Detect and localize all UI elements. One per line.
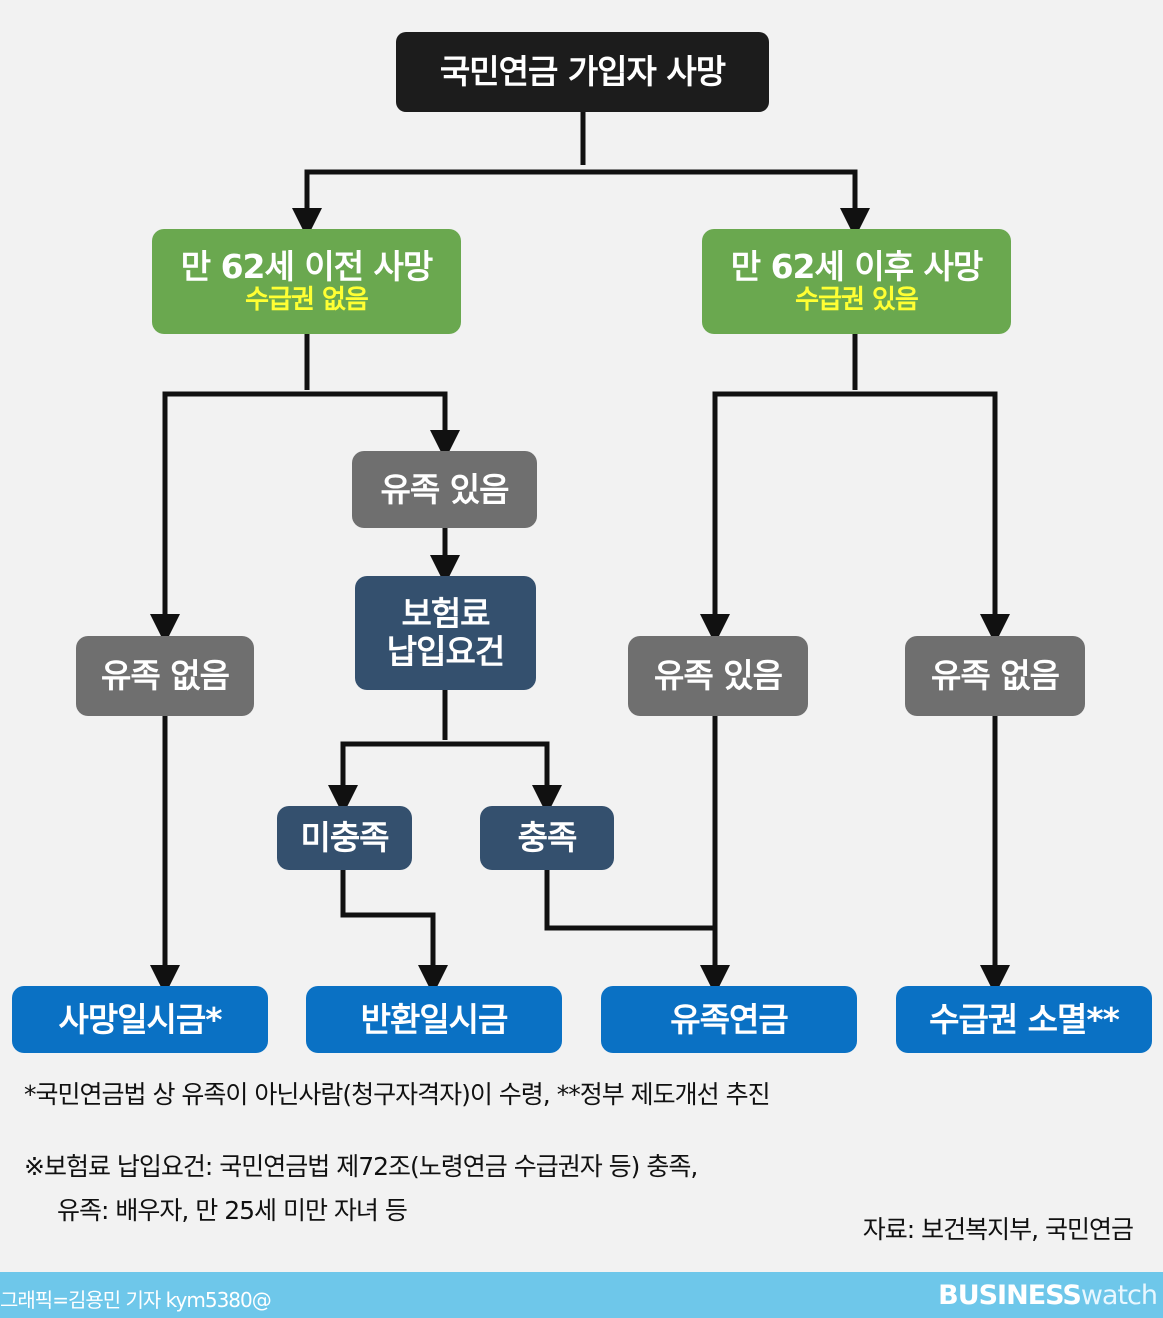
connector-before62-to-no-survivors: [150, 391, 307, 645]
before-62-entitlement-label: 수급권 없음: [245, 284, 369, 315]
survivor-pension-node: 유족연금: [601, 986, 857, 1053]
before-62-death-node: 만 62세 이전 사망 수급권 없음: [152, 229, 461, 334]
requirement-unmet-node: 미충족: [277, 806, 412, 870]
death-lump-sum-node: 사망일시금*: [12, 986, 268, 1053]
brand-logo-bold: BUSINESS: [938, 1280, 1082, 1311]
requirement-met-label: 충족: [517, 818, 578, 858]
right-survivors-yes-node: 유족 있음: [628, 636, 808, 716]
entitlement-lapse-label: 수급권 소멸**: [929, 999, 1120, 1039]
brand-logo-light: watch: [1080, 1280, 1158, 1311]
left-survivors-no-node: 유족 없음: [76, 636, 254, 716]
left-survivors-yes-label: 유족 있음: [380, 469, 510, 509]
connector-requirement-to-met: [445, 741, 562, 816]
left-survivors-yes-node: 유족 있음: [352, 451, 537, 528]
before-62-death-label: 만 62세 이전 사망: [180, 246, 434, 286]
survivor-pension-label: 유족연금: [670, 999, 788, 1039]
entitlement-lapse-node: 수급권 소멸**: [896, 986, 1152, 1053]
requirement-met-node: 충족: [480, 806, 614, 870]
connector-met-to-survivor-pension: [544, 870, 715, 931]
connector-before62-to-survivors: [307, 391, 460, 461]
right-survivors-no-label: 유족 없음: [931, 656, 1060, 696]
connector-after62-to-survivors: [700, 391, 855, 645]
graphic-credit: 그래픽=김용민 기자 kym5380@: [0, 1288, 272, 1312]
refund-lump-sum-node: 반환일시금: [306, 986, 562, 1053]
root-node: 국민연금 가입자 사망: [396, 32, 769, 112]
after-62-death-label: 만 62세 이후 사망: [730, 246, 984, 286]
death-lump-sum-label: 사망일시금*: [58, 999, 222, 1039]
connector-unmet-to-refund: [340, 870, 448, 996]
right-survivors-yes-label: 유족 있음: [654, 656, 783, 696]
connector-root-to-after62: [583, 169, 870, 239]
requirement-note-line-2: 유족: 배우자, 만 25세 미만 자녀 등: [57, 1196, 408, 1225]
root-node-label: 국민연금 가입자 사망: [439, 52, 726, 92]
footnote: *국민연금법 상 유족이 아닌사람(청구자격자)이 수령, **정부 제도개선 …: [24, 1080, 771, 1109]
after-62-entitlement-label: 수급권 있음: [795, 284, 919, 315]
connector-root-to-before62: [292, 169, 583, 239]
brand-logo: BUSINESSwatch: [938, 1280, 1158, 1311]
refund-lump-sum-label: 반환일시금: [360, 999, 509, 1039]
requirement-unmet-label: 미충족: [300, 818, 389, 858]
footer-bar: [0, 1272, 1163, 1318]
connector-after62-to-no-survivors: [855, 391, 1010, 645]
payment-requirement-label-1: 보험료: [401, 594, 490, 634]
left-survivors-no-label: 유족 없음: [101, 656, 230, 696]
source-note: 자료: 보건복지부, 국민연금: [862, 1215, 1134, 1244]
payment-requirement-node: 보험료 납입요건: [355, 576, 536, 690]
right-survivors-no-node: 유족 없음: [905, 636, 1085, 716]
payment-requirement-label-2: 납입요건: [386, 632, 505, 671]
requirement-note-line-1: ※보험료 납입요건: 국민연금법 제72조(노령연금 수급권자 등) 충족,: [24, 1152, 698, 1181]
after-62-death-node: 만 62세 이후 사망 수급권 있음: [702, 229, 1011, 334]
connector-requirement-to-unmet: [328, 741, 445, 816]
